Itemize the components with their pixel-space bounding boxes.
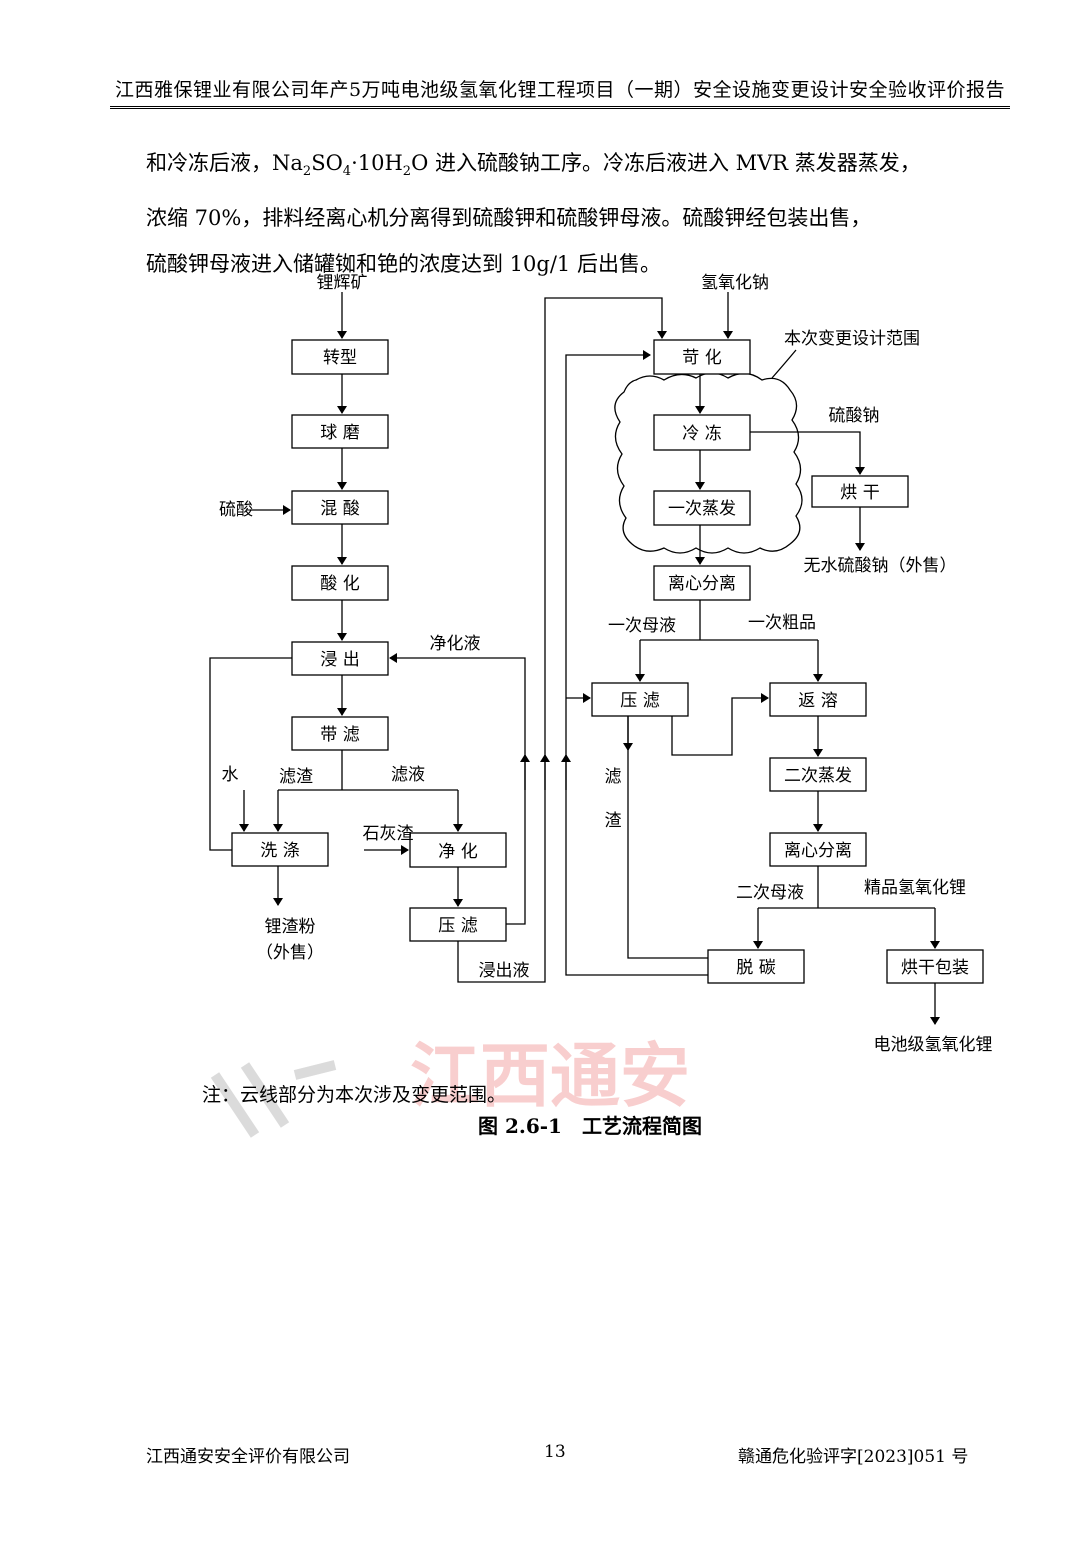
box-redissolve-label: 返 溶: [798, 691, 837, 711]
label-fine-lioh: 精品氢氧化锂: [864, 878, 966, 898]
box-freeze-label: 冷 冻: [682, 424, 721, 444]
watermark-text: 江西通安: [410, 1034, 690, 1117]
box-causticize: [653, 339, 751, 375]
box-purify-label: 净 化: [438, 842, 477, 862]
box-transform: [291, 339, 389, 375]
box-belt-filter-label: 带 滤: [320, 725, 359, 745]
box-leach: [291, 641, 389, 676]
label-residue-v2: 渣: [605, 811, 622, 831]
box-press-filter-left-label: 压 滤: [438, 916, 477, 936]
label-scope: 本次变更设计范围: [784, 329, 920, 349]
input-water: 水: [222, 765, 239, 785]
label-first-crude: 一次粗品: [748, 613, 816, 633]
watermark-seal-icon: [210, 1060, 337, 1138]
box-ball-mill: [291, 414, 389, 449]
box-wash-label: 洗 涤: [260, 841, 299, 861]
footer-company: 江西通安安全评价有限公司: [146, 1447, 350, 1467]
box-dry-pack-label: 烘干包装: [901, 958, 969, 978]
label-leach-liquid: 浸出液: [479, 961, 530, 981]
body-line-1: 和冷冻后液，Na2SO4·10H2O 进入硫酸钠工序。冷冻后液进入 MVR 蒸发…: [146, 151, 921, 180]
box-belt-filter: [291, 716, 389, 751]
label-first-mother: 一次母液: [608, 616, 676, 636]
box-press-filter-right: [591, 682, 689, 717]
footer-doc-number: 赣通危化验评字[2023]051 号: [738, 1447, 969, 1467]
box-dry-pack: [886, 949, 984, 984]
box-second-evap: [769, 757, 867, 792]
box-centrifuge-1: [653, 565, 751, 601]
box-press-filter-left: [409, 907, 507, 942]
input-spodumene: 锂辉矿: [317, 273, 368, 293]
input-purified-liquid: 净化液: [430, 634, 481, 654]
label-residue-v1: 滤: [605, 767, 622, 787]
box-wash: [231, 832, 329, 867]
label-sodium-sulfate: 硫酸钠: [829, 406, 880, 426]
box-redissolve: [769, 682, 867, 717]
box-acid-mix-label: 混 酸: [320, 499, 359, 519]
box-second-evap-label: 二次蒸发: [784, 766, 852, 786]
diagram-note: 注：云线部分为本次涉及变更范围。: [202, 1084, 507, 1106]
scope-cloud: [614, 372, 803, 554]
box-press-filter-right-label: 压 滤: [620, 691, 659, 711]
box-dry-top-label: 烘 干: [840, 483, 879, 503]
box-purify: [409, 832, 507, 868]
box-acid-mix: [291, 490, 389, 525]
scope-leader: [771, 349, 797, 379]
box-decarbonize: [707, 949, 805, 984]
box-dry-top: [811, 475, 909, 508]
footer-page-number: 13: [544, 1442, 566, 1462]
body-paragraph: 和冷冻后液，Na2SO4·10H2O 进入硫酸钠工序。冷冻后液进入 MVR 蒸发…: [146, 140, 1006, 287]
box-freeze: [653, 414, 751, 451]
input-sulfuric-acid: 硫酸: [219, 500, 253, 520]
figure-caption: 图 2.6-1 工艺流程简图: [478, 1114, 702, 1138]
label-filter-residue: 滤渣: [279, 767, 313, 787]
box-centrifuge-2: [769, 832, 867, 867]
box-ball-mill-label: 球 磨: [320, 423, 359, 443]
label-second-mother: 二次母液: [736, 883, 804, 903]
box-leach-label: 浸 出: [320, 650, 359, 670]
label-filtrate: 滤液: [391, 765, 425, 785]
box-causticize-label: 苛 化: [682, 348, 721, 368]
box-first-evap-label: 一次蒸发: [668, 499, 736, 519]
box-acidify: [291, 565, 389, 601]
label-anhydrous-ss: 无水硫酸钠（外售）: [804, 556, 957, 576]
box-transform-label: 转型: [323, 348, 357, 368]
label-battery-lioh: 电池级氢氧化锂: [874, 1035, 993, 1055]
page-header: 江西雅保锂业有限公司年产5万吨电池级氢氧化锂工程项目（一期）安全设施变更设计安全…: [110, 74, 1010, 109]
body-line-3: 硫酸钾母液进入储罐铷和铯的浓度达到 10g/1 后出售。: [146, 252, 661, 277]
box-centrifuge-1-label: 离心分离: [668, 574, 736, 594]
input-naoh: 氢氧化钠: [701, 273, 769, 293]
label-slag-sale: （外售）: [256, 943, 324, 963]
body-line-2: 浓缩 70%，排料经离心机分离得到硫酸钾和硫酸钾母液。硫酸钾经包装出售，: [146, 206, 872, 231]
box-decarbonize-label: 脱 碳: [736, 958, 775, 978]
box-first-evap: [653, 490, 751, 526]
input-lime-slag: 石灰渣: [363, 824, 414, 844]
box-centrifuge-2-label: 离心分离: [784, 841, 852, 861]
box-acidify-label: 酸 化: [320, 574, 359, 594]
label-slag-powder: 锂渣粉: [265, 917, 316, 937]
